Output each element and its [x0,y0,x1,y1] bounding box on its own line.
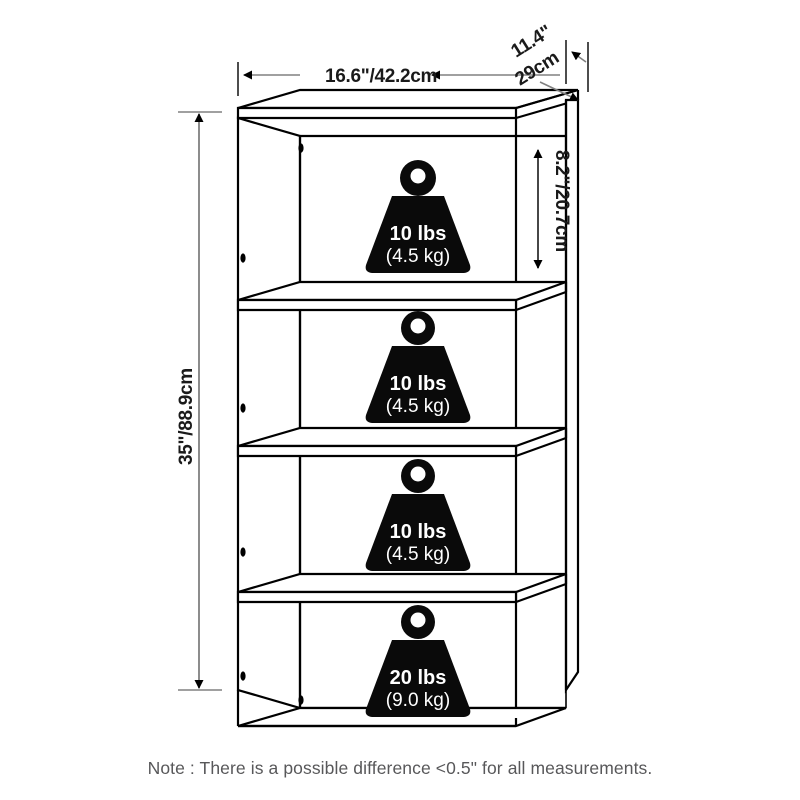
bookcase-body [236,88,580,728]
weight-badge-shelf-2: 10 lbs (4.5 kg) [365,311,471,423]
shelf-divider-3 [236,572,568,604]
width-dimension-label: 16.6"/42.2cm [325,66,437,87]
weight-badge-shelf-4: 20 lbs (9.0 kg) [365,605,471,717]
weight-badge-shelf-1: 10 lbs (4.5 kg) [365,160,471,273]
shelf-divider-2 [236,426,568,458]
weight-badge-shelf-3: 10 lbs (4.5 kg) [365,459,471,571]
measurement-note: Note : There is a possible difference <0… [147,758,653,778]
weight-badge-4-kg: (9.0 kg) [386,690,450,711]
dimension-shelf-opening: 8.2"/20.7cm [533,149,572,269]
top-panel [236,88,580,120]
shelf-divider-1 [236,280,568,312]
left-side-panel [236,116,304,710]
dimension-depth: 11.4" 29cm [508,21,589,101]
weight-badge-1-kg: (4.5 kg) [386,246,450,267]
weight-badge-4-lbs: 20 lbs [390,667,447,689]
dimension-height: 35"/88.9cm [176,111,222,691]
height-dimension-label: 35"/88.9cm [176,368,197,465]
weight-badge-1-lbs: 10 lbs [390,223,447,245]
shelf-opening-dimension-label: 8.2"/20.7cm [551,150,572,252]
weight-badge-3-lbs: 10 lbs [390,521,447,543]
weight-badge-2-kg: (4.5 kg) [386,396,450,417]
dimension-width: 16.6"/42.2cm [237,40,567,96]
weight-badge-2-lbs: 10 lbs [390,373,447,395]
weight-badge-3-kg: (4.5 kg) [386,544,450,565]
